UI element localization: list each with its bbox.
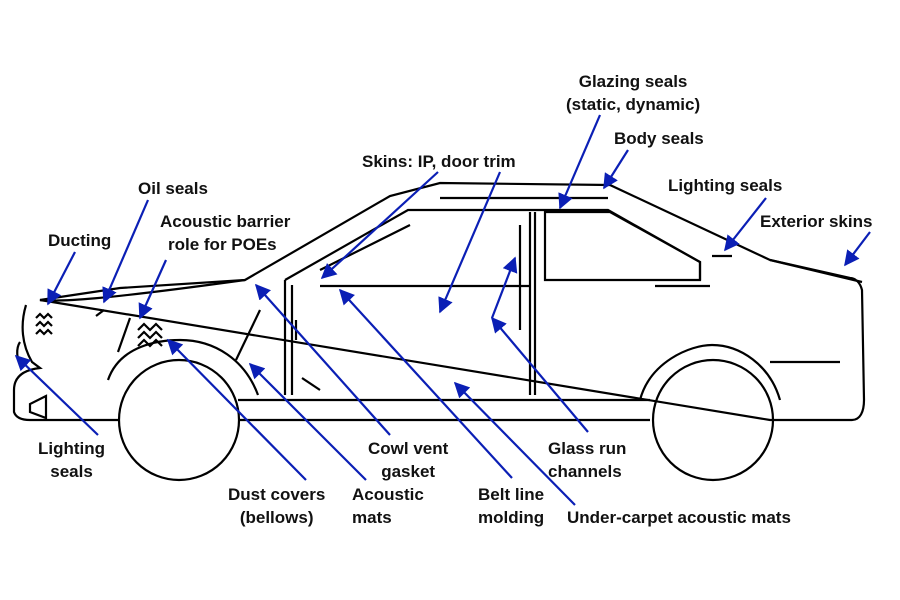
label-belt-line-molding: Belt line molding <box>478 483 544 529</box>
arrow-body-seals <box>603 149 629 190</box>
label-acoustic-mats-line1: Acoustic <box>352 485 424 504</box>
arrow-oil-seals <box>102 199 150 304</box>
arrow-skins-ip <box>320 171 439 280</box>
car-outline <box>12 181 866 482</box>
arrow-exterior-skins <box>844 231 871 267</box>
label-under-carpet-acoustic-mats: Under-carpet acoustic mats <box>567 508 791 527</box>
arrow-glazing-seals <box>558 114 602 210</box>
label-exterior-skins: Exterior skins <box>760 212 873 231</box>
label-cowl-vent-gasket: Cowl vent gasket <box>368 437 448 483</box>
label-acoustic-barrier: Acoustic barrier role for POEs <box>160 210 290 256</box>
fog-lamp <box>28 394 48 420</box>
label-acoustic-barrier-line2: role for POEs <box>168 235 277 254</box>
label-dust-covers: Dust covers (bellows) <box>228 483 325 529</box>
label-belt-line2: molding <box>478 508 545 527</box>
label-body-seals: Body seals <box>614 129 704 148</box>
body-outline <box>12 181 866 422</box>
rear-wheel <box>651 358 775 482</box>
label-belt-line1: Belt line <box>478 485 545 504</box>
front-arch <box>106 338 260 396</box>
label-lighting-front-line2: seals <box>50 462 93 481</box>
label-dust-line1: Dust covers <box>228 485 326 504</box>
arrow-under-carpet <box>453 381 576 506</box>
arrow-belt-line <box>338 288 513 479</box>
label-glazing-seals: Glazing seals (static, dynamic) <box>566 70 700 116</box>
label-ducting: Ducting <box>48 231 112 250</box>
label-acoustic-barrier-line1: Acoustic barrier <box>160 212 291 231</box>
label-glazing-seals-line1: Glazing seals <box>578 72 688 91</box>
label-cowl-line1: Cowl vent <box>368 439 449 458</box>
label-cowl-line2: gasket <box>381 462 436 481</box>
leader-arrows <box>14 114 871 506</box>
label-skins-ip-door-trim: Skins: IP, door trim <box>362 152 516 171</box>
acoustic-barrier-mark <box>137 322 163 348</box>
arrow-dust-covers <box>166 338 307 481</box>
arrow-glass-run <box>491 316 589 433</box>
arrow-acoustic-barrier <box>138 259 168 320</box>
label-glazing-seals-line2: (static, dynamic) <box>566 95 701 114</box>
label-glass-run-line2: channels <box>548 462 622 481</box>
label-lighting-seals-front: Lighting seals <box>38 437 105 483</box>
rear-arch <box>638 343 782 401</box>
label-lighting-front-line1: Lighting <box>38 439 106 458</box>
arrow-lighting-seals-rear <box>724 197 767 252</box>
front-wheel <box>117 358 241 482</box>
label-acoustic-mats-line2: mats <box>352 508 392 527</box>
label-oil-seals: Oil seals <box>138 179 208 198</box>
arrow-ducting <box>47 251 76 306</box>
ducting-marks <box>35 312 53 336</box>
label-glass-run-channels: Glass run channels <box>548 437 626 483</box>
arrow-glass-run-2 <box>490 256 518 319</box>
label-acoustic-mats: Acoustic mats <box>352 483 424 529</box>
arrow-acoustic-mats <box>248 362 367 481</box>
label-glass-run-line1: Glass run <box>548 439 627 458</box>
arrow-lighting-front <box>14 354 99 436</box>
arrow-cowl-vent <box>254 283 391 436</box>
arrow-skins-door <box>438 171 502 314</box>
label-dust-line2: (bellows) <box>239 508 314 527</box>
label-lighting-seals-rear: Lighting seals <box>668 176 783 195</box>
